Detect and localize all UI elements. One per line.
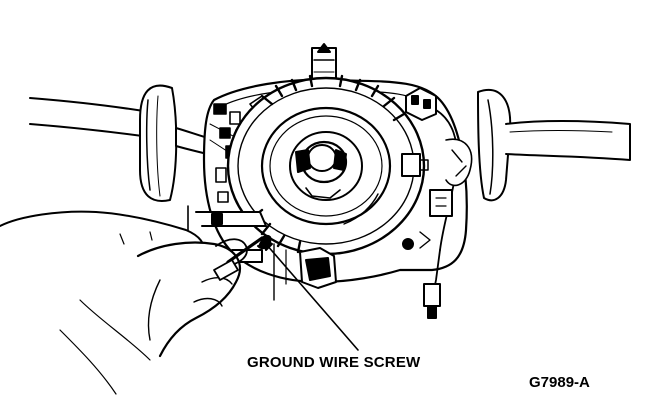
right-multifunction-lever	[478, 90, 630, 200]
technician-hand	[0, 212, 247, 394]
column-bracket	[188, 206, 336, 300]
ground-wire-screw-label: GROUND WIRE SCREW	[247, 354, 421, 371]
right-connector-assembly	[402, 88, 472, 318]
steering-shaft	[290, 132, 362, 200]
figure-id: G7989-A	[529, 374, 590, 391]
callout-leader-line	[262, 238, 358, 350]
left-multifunction-lever	[30, 86, 215, 201]
